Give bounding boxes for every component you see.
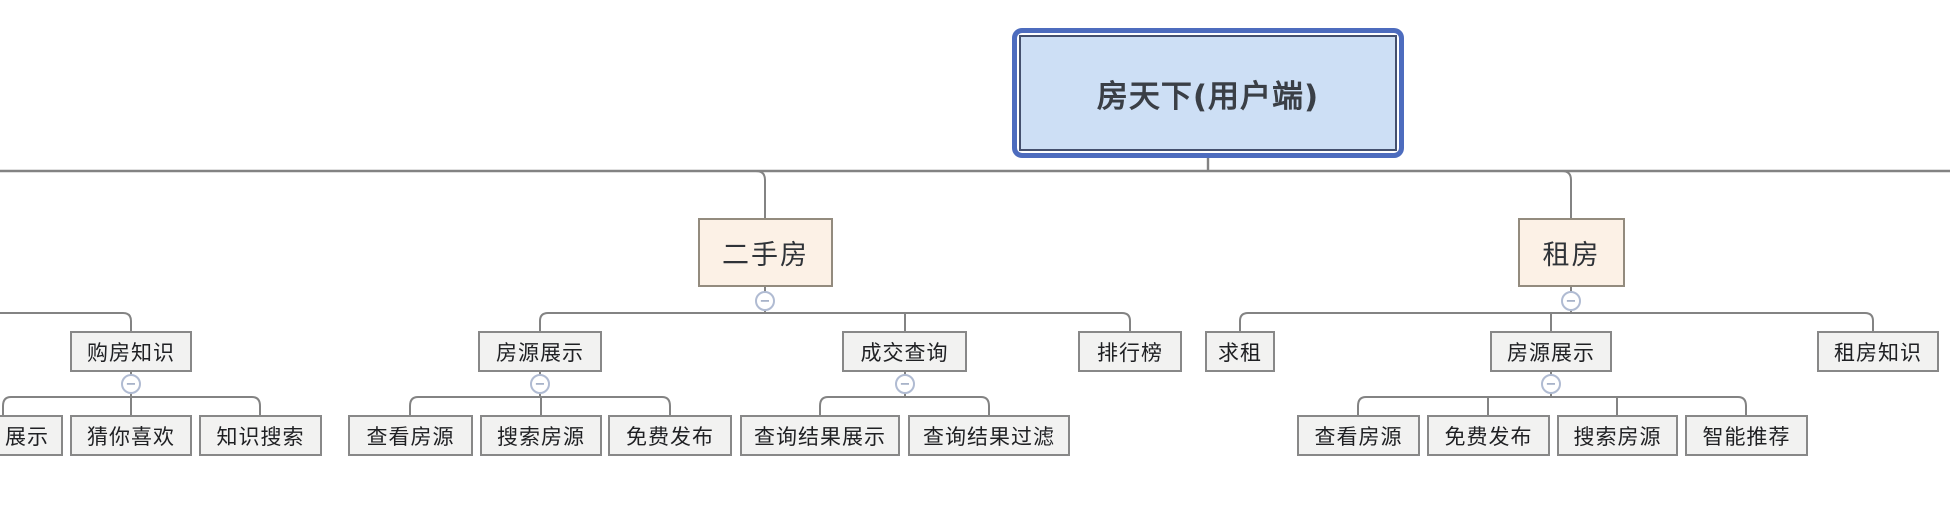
node-fangyuan-zhanshi-zufang[interactable]: 房源展示	[1490, 331, 1612, 372]
node-goufang-zhishi[interactable]: 购房知识	[70, 331, 192, 372]
root-node[interactable]: 房天下(用户端)	[1012, 28, 1404, 158]
node-label: 免费发布	[626, 424, 714, 449]
root-node-label: 房天下(用户端)	[1096, 78, 1320, 115]
node-label: 排行榜	[1097, 340, 1163, 365]
node-paihangbang[interactable]: 排行榜	[1078, 331, 1182, 372]
node-label: 购房知识	[87, 340, 175, 365]
node-chaxun-jieguo-guolv[interactable]: 查询结果过滤	[908, 415, 1070, 456]
branch-label: 租房	[1542, 240, 1601, 271]
collapse-button-chengjiao-chaxun[interactable]: −	[895, 374, 915, 394]
root-node-body: 房天下(用户端)	[1019, 35, 1397, 151]
node-chengjiao-chaxun[interactable]: 成交查询	[842, 331, 967, 372]
node-chakan-fangyuan-ershou[interactable]: 查看房源	[348, 415, 473, 456]
node-sousuo-fangyuan-zufang[interactable]: 搜索房源	[1557, 415, 1678, 456]
collapse-button-fangyuan-zhanshi-ershou[interactable]: −	[530, 374, 550, 394]
minus-icon: −	[534, 376, 546, 392]
node-label: 免费发布	[1444, 424, 1533, 449]
node-label: 展示	[5, 424, 49, 449]
node-label: 查询结果展示	[754, 424, 886, 449]
node-label: 查询结果过滤	[923, 424, 1055, 449]
branch-label: 二手房	[722, 240, 809, 271]
node-label: 查看房源	[366, 424, 455, 449]
node-zufang-zhishi[interactable]: 租房知识	[1817, 331, 1939, 372]
branch-node-ershoufang[interactable]: 二手房	[698, 218, 833, 287]
node-chakan-fangyuan-zufang[interactable]: 查看房源	[1297, 415, 1420, 456]
collapse-button-fangyuan-zhanshi-zufang[interactable]: −	[1541, 374, 1561, 394]
minus-icon: −	[1545, 376, 1557, 392]
node-mianfei-fabu-zufang[interactable]: 免费发布	[1427, 415, 1550, 456]
node-label: 房源展示	[1507, 340, 1595, 365]
node-chaxun-jieguo-zhanshi[interactable]: 查询结果展示	[740, 415, 900, 456]
node-qiuzu[interactable]: 求租	[1205, 331, 1275, 372]
minus-icon: −	[759, 293, 771, 309]
node-label: 成交查询	[860, 340, 949, 365]
node-fangyuan-zhanshi-ershou[interactable]: 房源展示	[478, 331, 602, 372]
node-label: 知识搜索	[216, 424, 305, 449]
node-label: 房源展示	[496, 340, 584, 365]
collapse-button-ershoufang[interactable]: −	[755, 291, 775, 311]
node-sousuo-fangyuan-ershou[interactable]: 搜索房源	[480, 415, 602, 456]
node-zhishi-sousuo[interactable]: 知识搜索	[199, 415, 322, 456]
collapse-button-zufang[interactable]: −	[1561, 291, 1581, 311]
node-label: 智能推荐	[1702, 424, 1791, 449]
minus-icon: −	[899, 376, 911, 392]
collapse-button-goufang-zhishi[interactable]: −	[121, 374, 141, 394]
node-mianfei-fabu-ershou[interactable]: 免费发布	[608, 415, 732, 456]
node-label: 搜索房源	[497, 424, 585, 449]
node-cai-ni-xihuan[interactable]: 猜你喜欢	[70, 415, 192, 456]
node-label: 查看房源	[1314, 424, 1403, 449]
node-label: 求租	[1218, 340, 1262, 365]
node-label: 租房知识	[1834, 340, 1922, 365]
branch-node-zufang[interactable]: 租房	[1518, 218, 1625, 287]
node-zhineng-tuijian[interactable]: 智能推荐	[1685, 415, 1808, 456]
minus-icon: −	[125, 376, 137, 392]
node-label: 搜索房源	[1573, 424, 1662, 449]
node-zhanshi-cutoff[interactable]: 展示	[0, 415, 63, 456]
node-label: 猜你喜欢	[87, 424, 175, 449]
minus-icon: −	[1565, 293, 1577, 309]
